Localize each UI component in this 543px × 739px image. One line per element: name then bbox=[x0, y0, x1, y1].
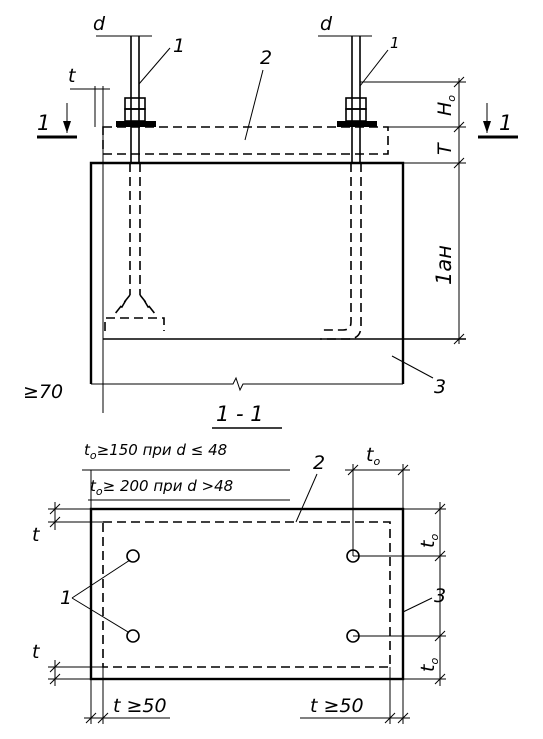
dim-bottom-right-tick-a bbox=[384, 712, 396, 724]
min-depth-label: ≥70 bbox=[23, 381, 63, 403]
section-title: 1 - 1 bbox=[216, 402, 264, 426]
section-mark-left-arrowhead bbox=[63, 121, 71, 133]
base-plate-dashed bbox=[102, 126, 389, 155]
plan-foundation-outline bbox=[89, 507, 405, 681]
callout-3-label: 3 bbox=[434, 376, 446, 398]
dim-t-left-upper-label: t bbox=[32, 524, 41, 546]
callout-2-label: 2 bbox=[260, 47, 272, 69]
dim-right-tick-3 bbox=[434, 630, 446, 642]
dim-H0-label: Ho bbox=[434, 95, 458, 116]
nut-left-upper bbox=[124, 97, 146, 110]
callout-1-left-label: 1 bbox=[173, 35, 185, 57]
dim-t0-top-tick-a bbox=[347, 464, 359, 476]
dim-tick-1 bbox=[453, 76, 465, 88]
foundation-break-line bbox=[91, 376, 403, 392]
dim-t0-right-lower-label: to bbox=[417, 658, 441, 672]
section-mark-right-label: 1 bbox=[499, 111, 512, 135]
dim-bottom-left-tick-b bbox=[97, 712, 109, 724]
plan-callout-1-leader-a bbox=[71, 559, 131, 599]
callout-3-leader bbox=[391, 355, 434, 379]
dim-t-bottom-left-label: t ≥50 bbox=[113, 695, 167, 717]
dim-right-tick-2 bbox=[434, 550, 446, 562]
plan-callout-1-label: 1 bbox=[60, 587, 72, 609]
dim-t0-top-tick-b bbox=[397, 464, 409, 476]
dim-left-tick-1 bbox=[49, 503, 61, 515]
bolt-right-embedded-hook-b bbox=[320, 163, 362, 340]
dim-lan-label: 1ан bbox=[432, 245, 456, 285]
dim-t-label: t bbox=[68, 65, 77, 87]
dim-tick-3 bbox=[453, 157, 465, 169]
dim-right-tick-1 bbox=[434, 503, 446, 515]
dim-tick-4 bbox=[453, 333, 465, 345]
callout-2-leader bbox=[244, 69, 264, 141]
dim-tick-2 bbox=[453, 121, 465, 133]
dim-left-tick-4 bbox=[49, 673, 61, 685]
plan-callout-1-leader-b bbox=[71, 597, 129, 633]
dim-left-tick-2 bbox=[49, 516, 61, 528]
section-mark-left-label: 1 bbox=[37, 111, 50, 135]
dim-t-left-lower-label: t bbox=[32, 641, 41, 663]
bolt-right-embedded-hook bbox=[320, 163, 352, 331]
note-t0-150: to≥150 при d ≤ 48 bbox=[84, 441, 227, 462]
dim-d-left-label: d bbox=[93, 13, 106, 35]
dim-left-tick-3 bbox=[49, 661, 61, 673]
plan-callout-2-label: 2 bbox=[313, 452, 325, 474]
bolt-left-anchor-plate bbox=[104, 317, 165, 331]
note-t0-200: to≥ 200 при d >48 bbox=[90, 477, 233, 498]
dim-right-tick-4 bbox=[434, 673, 446, 685]
callout-1-right-label: 1 bbox=[390, 34, 400, 52]
callout-1-left-leader bbox=[138, 47, 171, 85]
washer-left bbox=[116, 121, 156, 127]
nut-right-upper bbox=[345, 97, 367, 110]
dim-t0-top-label: to bbox=[366, 444, 380, 468]
washer-right bbox=[337, 121, 377, 127]
dim-bottom-right-tick-b bbox=[397, 712, 409, 724]
dim-d-right-label: d bbox=[320, 13, 333, 35]
bolt-hole-top-left bbox=[126, 549, 140, 563]
bolt-left-anchor-flare bbox=[113, 294, 157, 316]
dim-t-bottom-right-label: t ≥50 bbox=[310, 695, 364, 717]
foundation-outline bbox=[89, 161, 405, 384]
nut-right-lower bbox=[345, 108, 367, 122]
dim-t0-right-upper-label: to bbox=[417, 534, 441, 548]
plan-base-plate-dashed bbox=[102, 521, 391, 668]
plan-section-view: 1 - 1 to≥150 при d ≤ 48 to≥ 200 при d >4… bbox=[32, 402, 446, 724]
bolt-hole-bottom-left bbox=[126, 629, 140, 643]
nut-left-lower bbox=[124, 108, 146, 122]
plan-callout-3-leader bbox=[402, 597, 433, 613]
plan-callout-2-leader bbox=[295, 473, 318, 523]
elevation-view: d d 1 1 2 t 1 1 Ho T bbox=[23, 13, 518, 413]
callout-1-right-leader bbox=[359, 49, 389, 87]
dim-bottom-left-tick-a bbox=[85, 712, 97, 724]
section-mark-right-arrowhead bbox=[483, 121, 491, 133]
dim-T-label: T bbox=[434, 142, 456, 155]
